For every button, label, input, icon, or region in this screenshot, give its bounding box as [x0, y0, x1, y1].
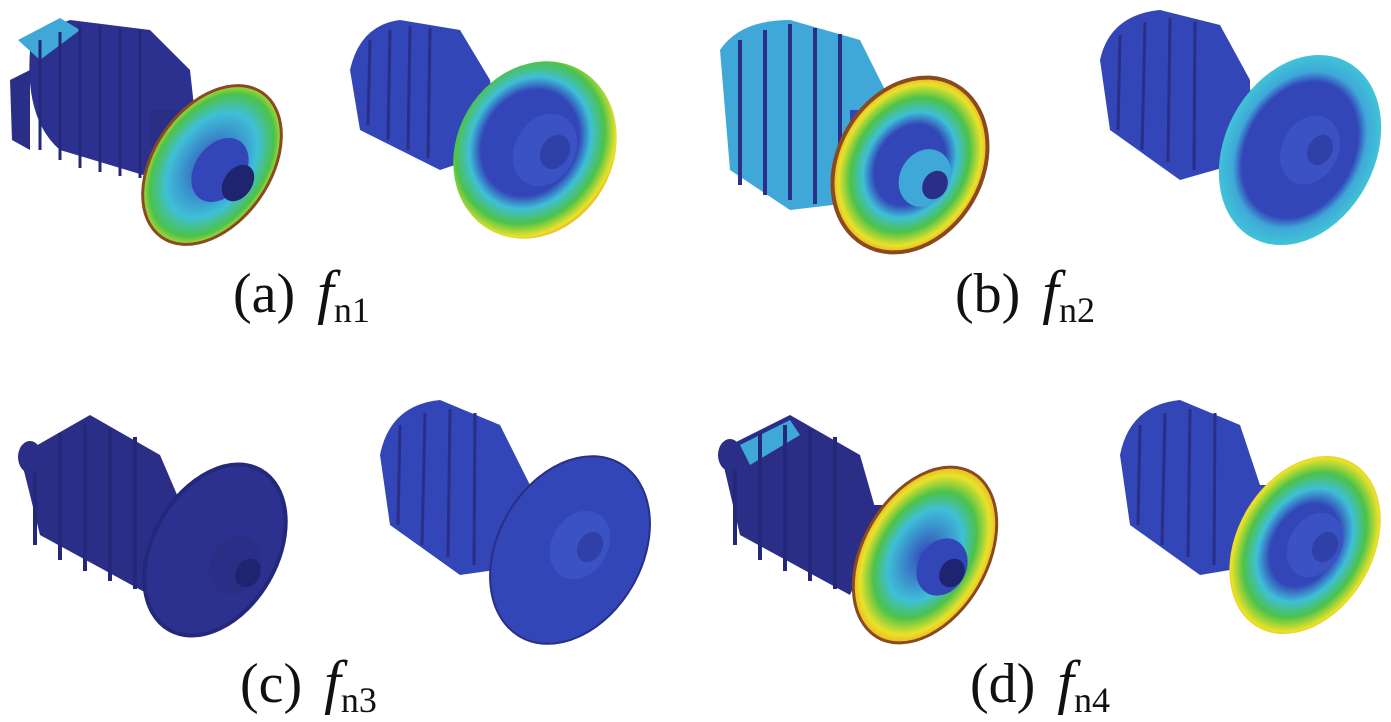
mode-shape-c-bladed — [18, 415, 288, 638]
caption-a: (a) fn1 — [233, 262, 370, 328]
caption-c-symbol: f — [324, 649, 341, 715]
mode-shape-a-bladed — [10, 18, 283, 246]
caption-b-label: (b) — [955, 263, 1021, 325]
mode-panel-c — [0, 395, 690, 645]
caption-b-symbol: f — [1042, 259, 1059, 325]
mode-shape-a-smooth — [350, 20, 617, 239]
caption-a-subscript: n1 — [333, 290, 370, 330]
mode-shape-d-smooth — [1120, 400, 1381, 635]
caption-a-symbol: f — [317, 259, 334, 325]
caption-c: (c) fn3 — [240, 652, 377, 718]
caption-b: (b) fn2 — [955, 262, 1095, 328]
caption-a-label: (a) — [233, 263, 296, 325]
caption-d: (d) fn4 — [970, 652, 1110, 718]
caption-d-subscript: n4 — [1073, 680, 1110, 720]
caption-c-label: (c) — [240, 653, 303, 715]
mode-shape-c-smooth — [380, 400, 651, 645]
mode-panel-d — [700, 395, 1390, 645]
mode-shape-b-smooth — [1100, 10, 1382, 246]
mode-shape-b-bladed — [720, 20, 990, 255]
caption-d-label: (d) — [970, 653, 1036, 715]
caption-d-symbol: f — [1057, 649, 1074, 715]
mode-panel-b — [700, 0, 1390, 262]
mode-panel-a — [0, 0, 690, 262]
caption-c-subscript: n3 — [340, 680, 377, 720]
mode-shape-d-bladed — [718, 415, 999, 645]
caption-b-subscript: n2 — [1058, 290, 1095, 330]
